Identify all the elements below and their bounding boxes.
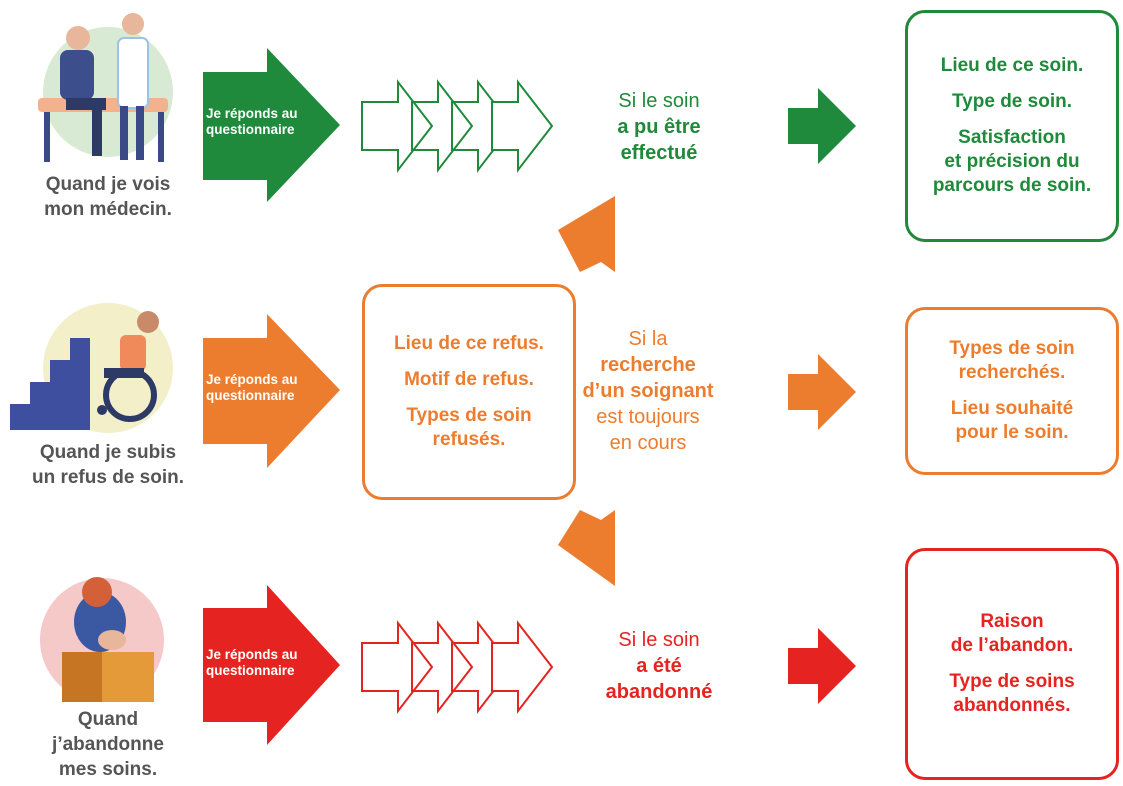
condition-light: Si le soin [618,629,700,651]
condition-line: Si la [628,328,668,350]
arrow-label-line: questionnaire [206,388,295,403]
box-line: Satisfaction et précision du parcours de… [932,127,1092,196]
condition-line: en cours [609,432,687,454]
arrow-label-line: Je réponds au [206,647,298,662]
abandon-illustration [40,577,164,702]
arrow-label-abandon: Je réponds au questionnaire [206,647,298,679]
orange-diagonal-arrow-down [558,510,615,586]
box-line: Types de soin recherchés. [949,338,1075,383]
caption-line: Quand je vois [45,174,171,195]
red-outline-arrows [361,620,554,714]
condition-recherche: Si la recherche d’un soignant est toujou… [568,326,728,456]
orange-diagonal-arrow-up [558,196,615,272]
condition-line: recherche [600,354,696,376]
box-line: Lieu de ce soin. [940,55,1084,76]
caption-refusal: Quand je subis un refus de soin. [10,440,206,490]
caption-line: mon médecin. [44,199,172,220]
caption-line: j’abandonne [52,734,164,755]
box-line: Raison de l’abandon. [950,611,1074,656]
doctor-visit-illustration [38,13,173,162]
arrow-label-line: questionnaire [206,122,295,137]
box-line: Lieu souhaité pour le soin. [950,398,1074,443]
condition-light: Si le soin [618,90,700,112]
green-small-arrow [788,88,856,164]
result-box-recherche: Types de soin recherchés. Lieu souhaité … [905,307,1119,475]
condition-abandonne: Si le soin a été abandonné [584,627,734,705]
orange-small-arrow [788,354,856,430]
arrow-label-line: Je réponds au [206,106,298,121]
green-big-arrow [203,48,340,202]
caption-line: un refus de soin. [31,467,185,488]
box-line: Type de soin. [951,91,1072,112]
green-outline-arrows [361,79,554,173]
refusal-info-box: Lieu de ce refus. Motif de refus. Types … [362,284,576,500]
condition-effectue: Si le soin a pu être effectué [584,88,734,166]
orange-big-arrow [203,314,340,468]
result-box-effectue: Lieu de ce soin. Type de soin. Satisfact… [905,10,1119,242]
arrow-label-doctor: Je réponds au questionnaire [206,106,298,138]
condition-line: d’un soignant [582,380,714,402]
box-line: Lieu de ce refus. [394,333,544,354]
caption-line: mes soins. [58,759,158,780]
wheelchair-stairs-illustration [10,303,173,433]
caption-doctor: Quand je vois mon médecin. [20,172,196,222]
caption-line: Quand [77,709,139,730]
arrow-label-refusal: Je réponds au questionnaire [206,372,298,404]
box-line: Types de soin refusés. [406,405,532,450]
box-line: Type de soins abandonnés. [949,671,1075,716]
caption-line: Quand je subis [39,442,177,463]
result-box-abandonne: Raison de l’abandon. Type de soins aband… [905,548,1119,780]
arrow-label-line: questionnaire [206,663,295,678]
condition-bold: a été abandonné [605,655,713,703]
condition-bold: a pu être effectué [617,116,701,164]
arrow-label-line: Je réponds au [206,372,298,387]
red-small-arrow [788,628,856,704]
condition-line: est toujours [596,406,700,428]
red-big-arrow [203,585,340,745]
caption-abandon: Quand j’abandonne mes soins. [20,707,196,782]
box-line: Motif de refus. [404,369,534,390]
